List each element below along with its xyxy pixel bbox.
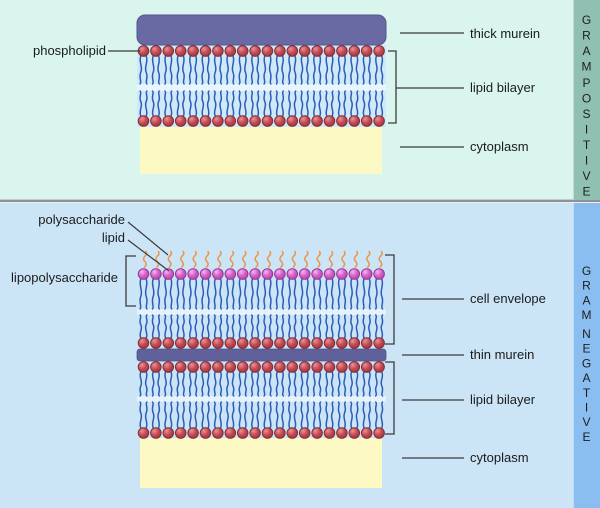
gn-inner-lipid-bilayer — [137, 361, 385, 439]
cell-envelope-bracket — [385, 254, 395, 345]
cell-envelope-label: cell envelope — [470, 291, 546, 306]
gn-cytoplasm-block — [140, 438, 382, 488]
section-divider — [0, 199, 600, 203]
gp-lipid-bilayer — [137, 45, 385, 127]
gp-cytoplasm-block — [140, 127, 382, 174]
phospholipid-label: phospholipid — [32, 43, 106, 58]
lipopolysaccharide-label: lipopolysaccharide — [11, 270, 118, 285]
thin-murein-label: thin murein — [470, 347, 535, 362]
lipid-leader-line — [127, 239, 170, 272]
gp-lipid-bilayer-bracket — [388, 50, 397, 124]
gram-positive-word-positive: POSITIVE — [579, 76, 594, 200]
gram-negative-side-strip — [573, 203, 600, 508]
gn-inner-membrane-gap — [137, 396, 386, 402]
lipid-label: lipid — [101, 230, 125, 245]
thin-murein-bar — [136, 348, 387, 362]
gn-outer-membrane-gap — [137, 309, 386, 315]
thick-murein-label: thick murein — [470, 26, 541, 41]
gn-outer-membrane — [137, 250, 385, 349]
gp-lipid-bilayer-label: lipid bilayer — [470, 80, 536, 95]
gram-negative-word-negative: NEGATIVE — [579, 327, 594, 445]
polysaccharide-leader-line — [127, 221, 169, 256]
thick-murein-bar — [136, 14, 387, 46]
lipopolysaccharide-bracket — [125, 255, 136, 307]
gram-negative-word-gram: GRAM — [579, 264, 594, 323]
gp-cytoplasm-label: cytoplasm — [470, 139, 529, 154]
gn-cytoplasm-label: cytoplasm — [470, 450, 529, 465]
gp-membrane-gap — [137, 84, 386, 91]
gram-positive-word-gram: GRAM — [579, 13, 594, 75]
gram-positive-side-strip — [573, 0, 600, 200]
polysaccharide-label: polysaccharide — [38, 212, 125, 227]
gn-lipid-bilayer-label: lipid bilayer — [470, 392, 536, 407]
gn-lipid-bilayer-bracket — [385, 361, 395, 435]
